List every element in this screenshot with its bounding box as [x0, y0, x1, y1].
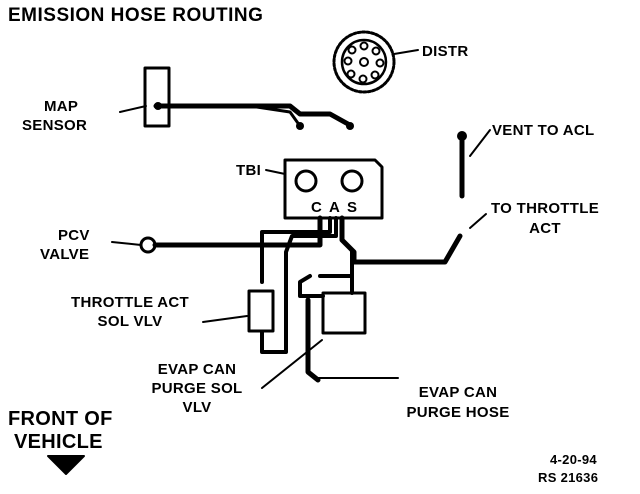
label-vehicle: VEHICLE — [14, 431, 103, 453]
label-throttle-act: THROTTLE ACT — [70, 294, 190, 311]
tbi-body — [283, 158, 384, 220]
label-port-s: S — [347, 199, 358, 216]
throttle-act-hose — [339, 215, 463, 265]
map-port-dot — [154, 102, 162, 110]
label-map: MAP — [44, 98, 79, 115]
throttle-act-leader — [469, 213, 487, 229]
vent-port-dot — [457, 131, 467, 141]
diagram-title: EMISSION HOSE ROUTING — [8, 5, 264, 26]
label-port-c: C — [311, 199, 323, 216]
evap-sol-inlet — [298, 274, 325, 298]
port-a-hose — [260, 216, 338, 354]
map-sensor-leader — [119, 105, 147, 113]
label-purge-sol: PURGE SOL — [151, 380, 243, 397]
footer-date: 4-20-94 — [550, 452, 597, 467]
pcv-hose — [152, 215, 323, 248]
label-distr: DISTR — [422, 43, 469, 60]
map-vacuum-line — [168, 104, 302, 128]
front-arrow-icon — [47, 455, 85, 475]
label-vent-to-acl: VENT TO ACL — [492, 122, 595, 139]
label-sensor: SENSOR — [22, 117, 88, 134]
footer-ref: RS 21636 — [538, 470, 599, 485]
label-pcv: PCV — [58, 227, 90, 244]
label-front-of: FRONT OF — [8, 408, 113, 430]
map-sensor-hose — [153, 103, 351, 127]
label-purge-hose: PURGE HOSE — [406, 404, 510, 421]
label-act: ACT — [529, 220, 561, 237]
tbi-leader — [265, 169, 286, 175]
evap-can-purge-sol-vlv — [321, 291, 367, 335]
label-vlv: VLV — [182, 399, 212, 416]
vacuum-port-dot-2 — [346, 122, 354, 130]
map-sensor — [143, 66, 171, 128]
label-port-a: A — [329, 199, 341, 216]
vacuum-port-dot — [296, 122, 304, 130]
label-evap-can-1: EVAP CAN — [157, 361, 237, 378]
label-to-throttle: TO THROTTLE — [490, 200, 599, 217]
distributor-cap — [332, 30, 396, 94]
label-evap-can-2: EVAP CAN — [418, 384, 498, 401]
throttle-act-sol-vlv — [247, 289, 275, 333]
label-valve: VALVE — [40, 246, 90, 263]
label-sol-vlv: SOL VLV — [97, 313, 163, 330]
evap-can-purge-hose — [305, 297, 321, 383]
purge-sol-leader — [261, 339, 323, 389]
tbi-injector-right — [340, 169, 364, 193]
tbi-injector-left — [294, 169, 318, 193]
distr-leader — [393, 49, 419, 55]
label-tbi: TBI — [236, 162, 262, 179]
throttle-act-sol-leader — [202, 315, 248, 323]
pcv-leader — [111, 241, 142, 246]
port-c-hose — [260, 216, 332, 284]
vent-leader — [469, 129, 491, 157]
